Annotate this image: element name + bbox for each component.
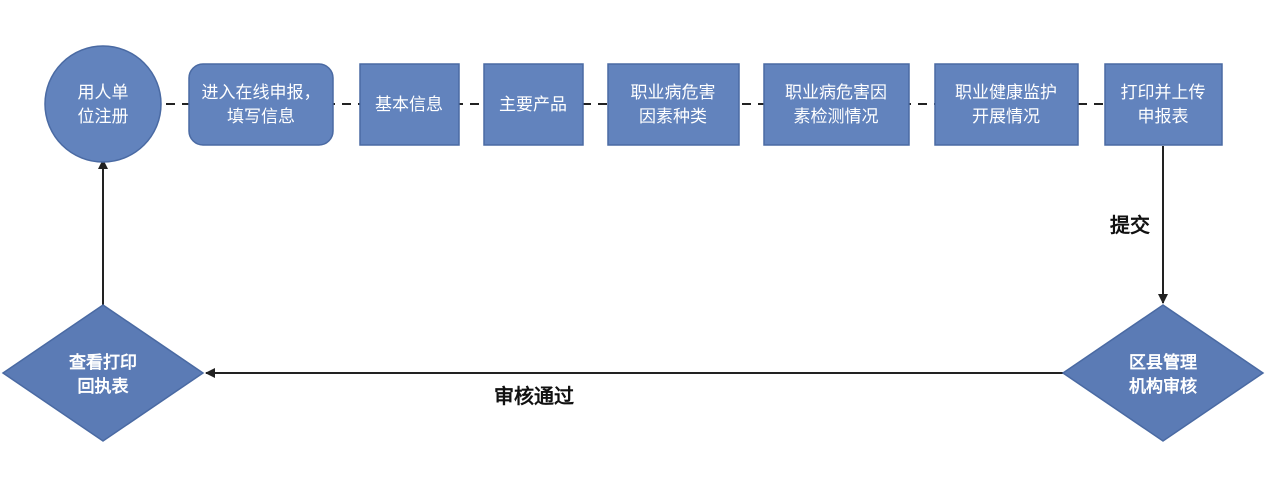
node-print-upload-line1: 打印并上传	[1121, 83, 1206, 103]
node-hazard-types-line2: 因素种类	[639, 107, 707, 127]
node-basic-info-line1: 基本信息	[375, 95, 443, 115]
node-view-receipt-line2: 回执表	[78, 376, 130, 397]
node-register-line2: 位注册	[78, 107, 129, 127]
submit-label: 提交	[1110, 213, 1150, 237]
node-hazard-detection: 职业病危害因 素检测情况	[763, 63, 910, 146]
node-health-monitoring-line1: 职业健康监护	[955, 83, 1057, 103]
node-print-upload-line2: 申报表	[1138, 107, 1189, 127]
node-register: 用人单 位注册	[44, 45, 162, 163]
node-view-receipt: 查看打印 回执表	[1, 304, 205, 442]
node-district-review-line1: 区县管理	[1129, 352, 1197, 373]
node-enter-report-line2: 填写信息	[227, 107, 295, 127]
node-basic-info: 基本信息	[359, 63, 460, 146]
node-enter-report: 进入在线申报， 填写信息	[188, 63, 334, 146]
node-print-upload: 打印并上传 申报表	[1104, 63, 1223, 146]
node-hazard-detection-line1: 职业病危害因	[785, 83, 887, 103]
node-register-line1: 用人单	[78, 83, 129, 103]
node-hazard-types: 职业病危害 因素种类	[607, 63, 740, 146]
approved-label: 审核通过	[494, 384, 574, 408]
node-hazard-detection-line2: 素检测情况	[794, 107, 879, 127]
node-health-monitoring: 职业健康监护 开展情况	[934, 63, 1079, 146]
node-health-monitoring-line2: 开展情况	[972, 107, 1040, 127]
node-main-products-line1: 主要产品	[499, 95, 567, 115]
node-hazard-types-line1: 职业病危害	[631, 83, 716, 103]
node-main-products: 主要产品	[483, 63, 584, 146]
node-enter-report-line1: 进入在线申报，	[202, 83, 321, 103]
node-district-review: 区县管理 机构审核	[1061, 304, 1265, 442]
node-district-review-line2: 机构审核	[1129, 376, 1197, 397]
node-view-receipt-line1: 查看打印	[68, 352, 137, 373]
